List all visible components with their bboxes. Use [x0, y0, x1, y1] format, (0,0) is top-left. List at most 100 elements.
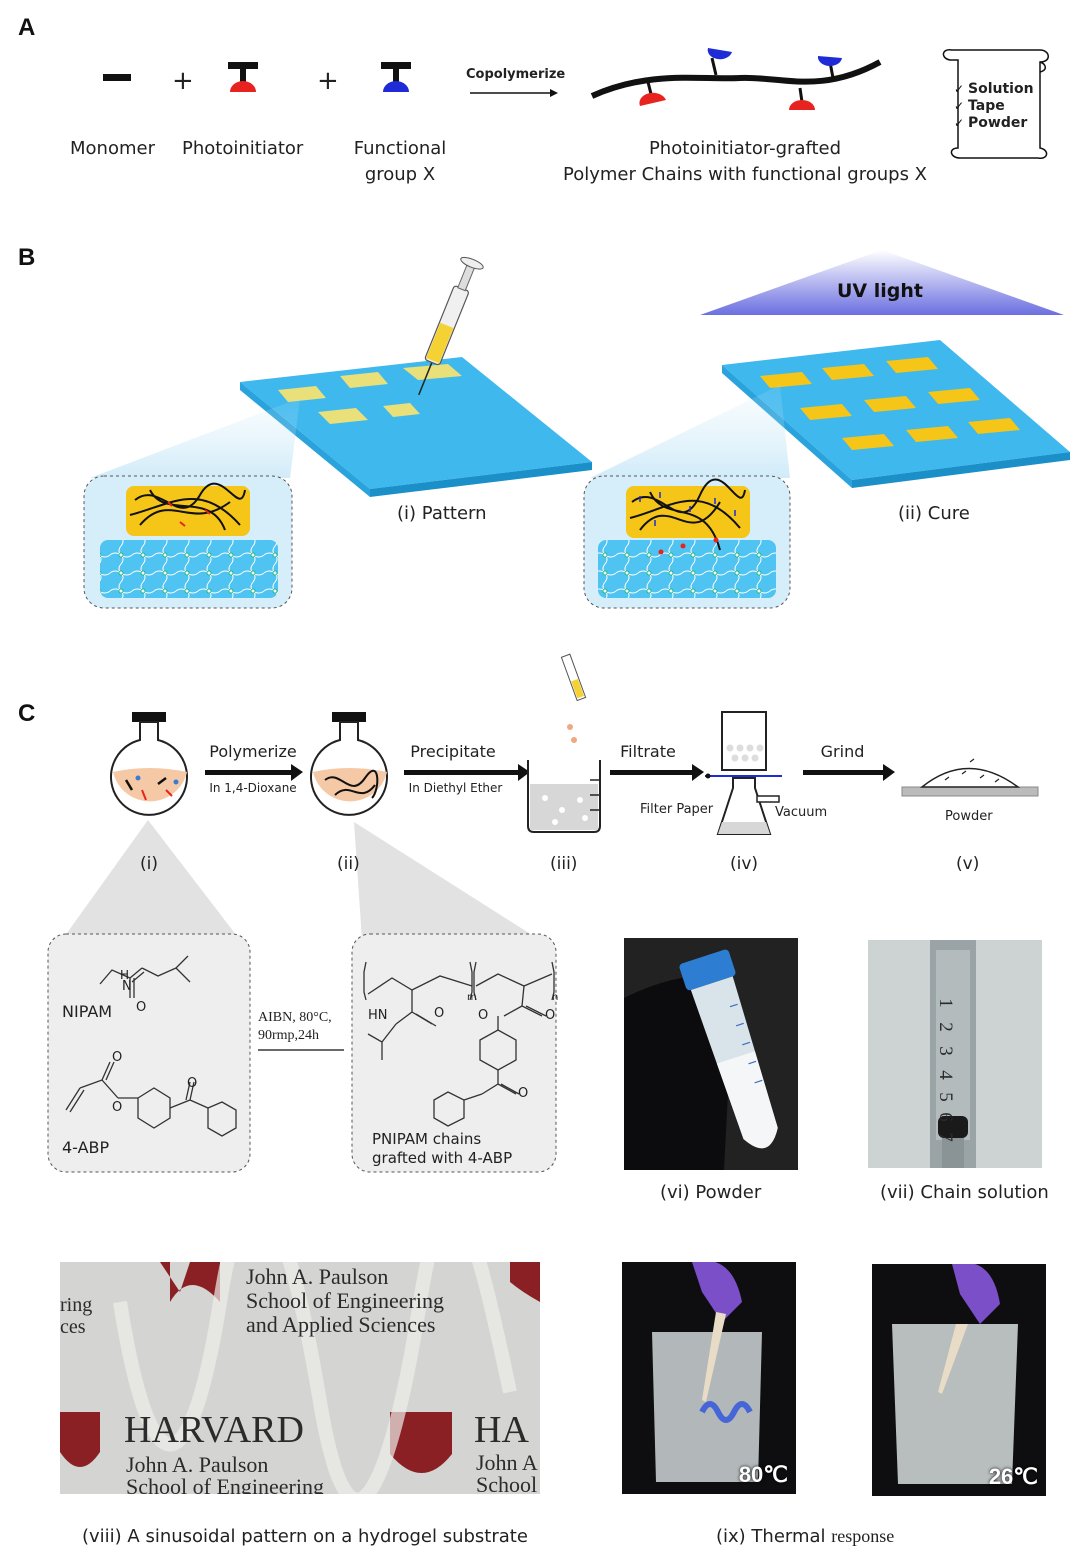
syringe-mark-2: 2: [934, 1022, 956, 1032]
subscript-n: n: [552, 992, 559, 1003]
product-label-line1: Photoinitiator-grafted: [648, 138, 842, 159]
step-precipitate-sub: In Diethyl Ether: [408, 781, 503, 795]
hydrogel-pattern-photo: John A. Paulson School of Engineering an…: [60, 1262, 540, 1494]
functional-group-icon: [381, 62, 411, 92]
product-label-line2: Polymer Chains with functional groups X: [562, 164, 928, 185]
copolymerize-label: Copolymerize: [466, 67, 566, 82]
plus-sign-2: +: [317, 66, 339, 96]
panel-b-graphics: [83, 250, 1070, 609]
photo-text-ring: ring: [60, 1294, 93, 1316]
temp-hot-label: 80℃: [738, 1462, 788, 1487]
syringe-mark-7: 7: [934, 1132, 956, 1142]
nipam-o-atom: O: [136, 1000, 147, 1015]
syringe-mark-4: 4: [934, 1070, 956, 1080]
pnipam-label-line2: grafted with 4-ABP: [372, 1149, 513, 1167]
syringe-mark-1: 1: [934, 998, 956, 1008]
stage-label-ii: (ii): [337, 854, 360, 874]
hydrogel-pattern-caption: (viii) A sinusoidal pattern on a hydroge…: [82, 1526, 528, 1547]
inset-uncured: [83, 475, 293, 609]
substrate-cure: [722, 340, 1070, 488]
stage-label-iii: (iii): [550, 854, 578, 874]
powder-label: Powder: [945, 809, 993, 824]
monomer-dash-icon: [103, 74, 131, 81]
photo-text-school2: School of Engineering: [126, 1474, 324, 1494]
photo-text-ha: HA: [474, 1409, 529, 1451]
thermal-caption-prefix: (ix) Thermal: [716, 1526, 832, 1547]
photo-text-school3: School: [476, 1472, 538, 1494]
nipam-h-atom: H: [120, 968, 130, 982]
pnipam-ester-o-atom: O: [478, 1008, 489, 1023]
uv-light-label: UV light: [837, 280, 923, 302]
step-filtrate: Filtrate: [620, 742, 676, 761]
chain-solution-caption: (vii) Chain solution: [880, 1182, 1049, 1203]
scroll-item-tape: Tape: [968, 98, 1005, 114]
conditions-line2: 90rmp,24h: [258, 1028, 320, 1043]
photoinitiator-icon: [228, 62, 258, 92]
cure-caption: (ii) Cure: [898, 503, 970, 524]
svg-text:✓: ✓: [954, 82, 964, 96]
syringe-icon: [418, 256, 484, 396]
stage-label-v: (v): [956, 854, 980, 874]
scroll-icon: [942, 49, 1049, 159]
filter-paper-label: Filter Paper: [640, 802, 714, 817]
svg-text:✓: ✓: [954, 116, 964, 130]
abp-ester-o-atom: O: [112, 1100, 123, 1115]
photo-text-school: School of Engineering: [246, 1288, 444, 1313]
photo-text-applied: and Applied Sciences: [246, 1312, 436, 1337]
photoinitiator-label: Photoinitiator: [182, 138, 304, 159]
scroll-checkmarks: ✓✓✓: [954, 82, 964, 130]
uv-light-beam: [700, 250, 1064, 315]
powder-caption: (vi) Powder: [660, 1182, 762, 1203]
photo-text-paulson2: John A. Paulson: [126, 1452, 269, 1477]
nipam-label: NIPAM: [62, 1002, 113, 1021]
abp-carbonyl-o-atom: O: [112, 1050, 123, 1065]
thermal-hot-photo: 80℃: [622, 1262, 796, 1494]
stage-label-iv: (iv): [730, 854, 759, 874]
panel-a-graphics: ✓✓✓: [103, 48, 1049, 159]
panel-label-b: B: [18, 244, 36, 271]
plus-sign-1: +: [172, 66, 194, 96]
step-precipitate: Precipitate: [410, 742, 496, 761]
step-grind: Grind: [820, 742, 865, 761]
abp-ketone-o-atom: O: [187, 1076, 198, 1091]
vacuum-filter-icon: [705, 711, 782, 835]
subscript-m: m: [467, 992, 477, 1003]
monomer-label: Monomer: [70, 138, 155, 159]
photo-text-john-a: John A: [476, 1450, 538, 1475]
photo-text-paulson: John A. Paulson: [246, 1264, 389, 1289]
scroll-item-powder: Powder: [968, 115, 1028, 131]
syringe-mark-6: 6: [934, 1112, 956, 1122]
panel-label-a: A: [18, 14, 36, 41]
syringe-mark-5: 5: [934, 1092, 956, 1102]
flask-monomers-icon: [110, 712, 188, 816]
photo-text-harvard: HARVARD: [124, 1409, 304, 1451]
panel-label-c: C: [18, 700, 36, 727]
thermal-cold-photo: 26℃: [872, 1264, 1046, 1496]
panel-c-process-graphics: [62, 653, 1039, 940]
pattern-caption: (i) Pattern: [397, 503, 487, 524]
chain-solution-photo: 1 2 3 4 5 6 7: [868, 940, 1042, 1168]
conditions-line1: AIBN, 80°C,: [258, 1010, 332, 1025]
pnipam-hn-atom: HN: [368, 1008, 388, 1023]
functional-label-line1: Functional: [353, 138, 447, 159]
pnipam-ketone-o-atom: O: [518, 1086, 529, 1101]
nipam-n-atom: N: [122, 979, 132, 994]
vacuum-label: Vacuum: [775, 805, 828, 820]
functional-label-line2: group X: [364, 164, 436, 185]
powder-pile-icon: [901, 758, 1039, 797]
thermal-caption-suffix: response: [831, 1526, 895, 1546]
photo-text-ces: ces: [60, 1316, 86, 1338]
substrate-pattern: [240, 357, 592, 497]
polymer-chain: [590, 59, 882, 99]
thermal-caption: (ix) Thermal response: [716, 1526, 894, 1547]
scroll-item-solution: Solution: [968, 81, 1034, 97]
beaker-icon: [527, 653, 601, 833]
temp-cold-label: 26℃: [988, 1464, 1038, 1489]
pnipam-carbonyl-o-atom: O: [545, 1008, 556, 1023]
powder-photo: [624, 938, 798, 1170]
inset-cured: [583, 475, 791, 609]
pnipam-amide-o-atom: O: [434, 1006, 445, 1021]
reaction-scheme: [47, 933, 557, 1173]
step-polymerize: Polymerize: [209, 742, 297, 761]
syringe-mark-3: 3: [934, 1046, 956, 1056]
